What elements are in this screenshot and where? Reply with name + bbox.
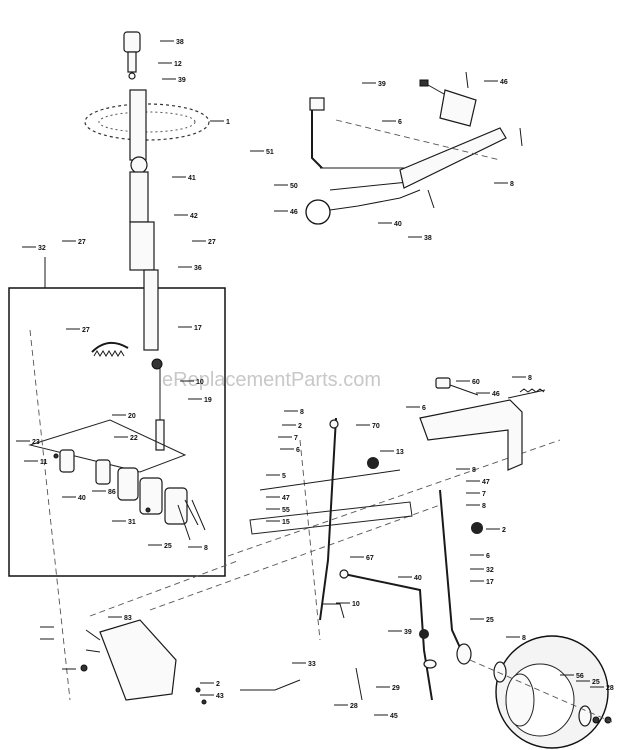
callout: 47 xyxy=(482,479,490,486)
callout: 27 xyxy=(208,239,216,246)
right-bushing xyxy=(471,522,483,534)
callout: 39 xyxy=(404,629,412,636)
steering-wheel xyxy=(84,103,210,141)
callout: 8 xyxy=(300,409,304,416)
callout: 46 xyxy=(500,79,508,86)
callout: 12 xyxy=(174,61,182,68)
callout: 25 xyxy=(164,543,172,550)
callout: 10 xyxy=(352,601,360,608)
callout: 29 xyxy=(392,685,400,692)
callout: 46 xyxy=(492,391,500,398)
leaders xyxy=(16,40,604,716)
lever-knob xyxy=(305,199,331,225)
callout: 60 xyxy=(472,379,480,386)
callout: 6 xyxy=(422,405,426,412)
drag-link xyxy=(339,569,437,701)
steering-column xyxy=(84,31,210,451)
callout: 43 xyxy=(216,693,224,700)
axle-bracket xyxy=(419,377,546,471)
callout: 23 xyxy=(32,439,40,446)
callout: 70 xyxy=(372,423,380,430)
callout: 27 xyxy=(82,327,90,334)
callout: 1 xyxy=(226,119,230,126)
callout: 11 xyxy=(40,459,48,466)
left-spindle xyxy=(249,417,413,621)
callout: 19 xyxy=(204,397,212,404)
callout: 7 xyxy=(482,491,486,498)
callout: 27 xyxy=(78,239,86,246)
callout: 8 xyxy=(204,545,208,552)
callout: 40 xyxy=(78,495,86,502)
callout: 8 xyxy=(510,181,514,188)
lower-small-parts xyxy=(195,603,363,705)
callout: 8 xyxy=(482,503,486,510)
callout: 46 xyxy=(290,209,298,216)
callout: 32 xyxy=(38,245,46,252)
callout: 45 xyxy=(390,713,398,720)
sector-gear xyxy=(91,341,129,357)
callout: 13 xyxy=(396,449,404,456)
callout: 10 xyxy=(196,379,204,386)
callout: 2 xyxy=(502,527,506,534)
callout: 32 xyxy=(486,567,494,574)
frame-lines xyxy=(29,329,561,701)
callout: 51 xyxy=(266,149,274,156)
callout: 40 xyxy=(394,221,402,228)
callout: 83 xyxy=(124,615,132,622)
drag-link-ball xyxy=(419,629,429,639)
lower-left-bracket xyxy=(80,619,177,701)
right-spindle xyxy=(439,489,483,665)
callout: 25 xyxy=(486,617,494,624)
callout: 28 xyxy=(606,685,614,692)
callout: 8 xyxy=(528,375,532,382)
callout: 56 xyxy=(576,673,584,680)
callout: 2 xyxy=(216,681,220,688)
callout: 2 xyxy=(298,423,302,430)
callout: 6 xyxy=(296,447,300,454)
callout: 8 xyxy=(522,635,526,642)
callout: 7 xyxy=(294,435,298,442)
callout: 25 xyxy=(592,679,600,686)
callout: 41 xyxy=(188,175,196,182)
callout: 40 xyxy=(414,575,422,582)
callout: 20 xyxy=(128,413,136,420)
inset-box xyxy=(8,287,226,577)
callout: 36 xyxy=(194,265,202,272)
callout: 38 xyxy=(176,39,184,46)
lift-lever-assembly xyxy=(305,71,523,225)
callout: 22 xyxy=(130,435,138,442)
callout: 55 xyxy=(282,507,290,514)
inset-parts xyxy=(28,419,206,541)
callout: 31 xyxy=(128,519,136,526)
callout: 39 xyxy=(378,81,386,88)
callout: 17 xyxy=(486,579,494,586)
front-wheel xyxy=(469,635,613,749)
callout: 47 xyxy=(282,495,290,502)
callout: 5 xyxy=(282,473,286,480)
watermark: eReplacementParts.com xyxy=(162,369,381,391)
callout: 86 xyxy=(108,489,116,496)
callouts: 38 12 39 1 41 42 27 27 36 32 27 17 10 19… xyxy=(32,39,614,720)
callout: 6 xyxy=(398,119,402,126)
callout: 15 xyxy=(282,519,290,526)
callout: 39 xyxy=(178,77,186,84)
callout: 33 xyxy=(308,661,316,668)
callout: 17 xyxy=(194,325,202,332)
callout: 6 xyxy=(486,553,490,560)
callout: 42 xyxy=(190,213,198,220)
callout: 8 xyxy=(472,467,476,474)
left-bushing xyxy=(367,457,379,469)
callout: 50 xyxy=(290,183,298,190)
callout: 38 xyxy=(424,235,432,242)
callout: 28 xyxy=(350,703,358,710)
callout: 67 xyxy=(366,555,374,562)
